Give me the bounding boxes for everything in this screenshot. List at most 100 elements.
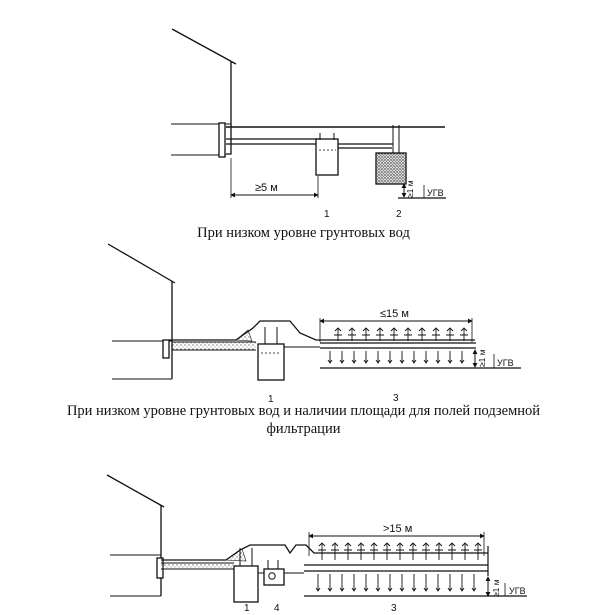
vent-mark bbox=[418, 327, 426, 341]
scheme-3 bbox=[106, 474, 527, 603]
distance-label-1: ≥5 м bbox=[255, 182, 278, 194]
house-roof-2 bbox=[107, 243, 176, 284]
ground-mound-2 bbox=[169, 320, 475, 341]
seepage-arrow bbox=[339, 574, 345, 592]
seepage-arrow bbox=[351, 574, 357, 592]
distance-label-3: >15 м bbox=[383, 523, 412, 535]
septic-tank-1 bbox=[315, 138, 339, 176]
scheme-1 bbox=[171, 28, 446, 199]
mound-fill-left-3 bbox=[225, 548, 247, 562]
outlet-pipe-2 bbox=[172, 341, 256, 351]
house-wall-1 bbox=[226, 62, 232, 155]
vent-mark bbox=[357, 542, 365, 560]
vent-mark bbox=[390, 327, 398, 341]
seepage-arrow bbox=[399, 574, 405, 592]
seepage-arrow bbox=[375, 351, 381, 364]
seepage-arrow bbox=[327, 351, 333, 364]
distance-label-2: ≤15 м bbox=[380, 308, 409, 320]
house-roof-3 bbox=[106, 474, 165, 508]
vent-mark bbox=[383, 542, 391, 560]
seepage-arrow bbox=[315, 574, 321, 592]
distance-ext-3 bbox=[308, 532, 485, 556]
component-number-1b: 1 bbox=[268, 394, 274, 405]
seepage-arrow bbox=[471, 574, 477, 592]
seepage-arrows-3 bbox=[315, 574, 477, 592]
seepage-arrow bbox=[435, 574, 441, 592]
ventilation-marks-2 bbox=[334, 327, 468, 341]
well-shaft-1 bbox=[392, 125, 400, 153]
scheme-2 bbox=[107, 243, 521, 381]
seepage-arrow bbox=[435, 351, 441, 364]
vent-mark bbox=[448, 542, 456, 560]
ugv-label-2: УГВ bbox=[497, 358, 514, 368]
seepage-arrow bbox=[423, 351, 429, 364]
distance-ext-2 bbox=[319, 318, 473, 342]
outlet-pipe-1 bbox=[226, 138, 320, 145]
seepage-arrow bbox=[411, 574, 417, 592]
seepage-arrow bbox=[363, 574, 369, 592]
vent-mark bbox=[348, 327, 356, 341]
depth-label-1: ≥1 м bbox=[405, 180, 415, 198]
vent-mark bbox=[376, 327, 384, 341]
tank-neck-1 bbox=[319, 133, 335, 140]
ugv-label-3: УГВ bbox=[509, 586, 526, 596]
component-number-3b: 3 bbox=[391, 603, 397, 614]
seepage-arrow bbox=[327, 574, 333, 592]
component-number-1c: 1 bbox=[244, 603, 250, 614]
seepage-arrow bbox=[339, 351, 345, 364]
pipe-to-well-1 bbox=[338, 143, 393, 149]
seepage-arrow bbox=[387, 351, 393, 364]
component-number-2: 2 bbox=[396, 209, 402, 220]
tank-neck-3 bbox=[239, 548, 253, 566]
seepage-arrow bbox=[459, 574, 465, 592]
component-number-1: 1 bbox=[324, 209, 330, 220]
seepage-arrow bbox=[399, 351, 405, 364]
pump-neck-4 bbox=[267, 560, 279, 569]
vent-mark bbox=[334, 327, 342, 341]
seepage-arrow bbox=[447, 574, 453, 592]
component-number-3: 3 bbox=[393, 393, 399, 404]
mound-fill-left-2 bbox=[235, 329, 253, 342]
vent-mark bbox=[344, 542, 352, 560]
seepage-arrows-2 bbox=[327, 351, 465, 364]
caption-2-line-1: При низком уровне грунтовых вод и наличи… bbox=[66, 403, 541, 419]
filtration-pipe-2 bbox=[320, 342, 476, 349]
depth-label-2: ≥1 м bbox=[477, 349, 487, 367]
vent-mark bbox=[432, 327, 440, 341]
vent-mark bbox=[370, 542, 378, 560]
vent-mark bbox=[460, 327, 468, 341]
seepage-arrow bbox=[363, 351, 369, 364]
pipe-bedding-2 bbox=[172, 342, 256, 350]
seepage-arrow bbox=[447, 351, 453, 364]
house-roof-1 bbox=[171, 28, 237, 65]
vent-mark bbox=[318, 542, 326, 560]
tank-neck-2 bbox=[264, 327, 278, 344]
vent-mark bbox=[474, 542, 482, 560]
septic-tank-3 bbox=[233, 565, 259, 603]
vent-mark bbox=[446, 327, 454, 341]
vent-mark bbox=[396, 542, 404, 560]
vent-mark bbox=[422, 542, 430, 560]
seepage-arrow bbox=[375, 574, 381, 592]
seepage-arrow bbox=[351, 351, 357, 364]
ventilation-marks-3 bbox=[318, 542, 482, 560]
caption-1: При низком уровне грунтовых вод bbox=[197, 225, 410, 241]
vent-mark bbox=[461, 542, 469, 560]
pipe-bedding-3 bbox=[161, 563, 233, 569]
foundation-2 bbox=[162, 339, 170, 359]
vent-mark bbox=[331, 542, 339, 560]
pump-symbol-4 bbox=[268, 572, 276, 580]
vent-mark bbox=[362, 327, 370, 341]
caption-2-line-2: фильтрации bbox=[266, 421, 341, 437]
seepage-arrow bbox=[423, 574, 429, 592]
pump-unit-4 bbox=[263, 568, 285, 586]
seepage-arrow bbox=[459, 351, 465, 364]
septic-tank-2 bbox=[257, 343, 285, 381]
vent-mark bbox=[404, 327, 412, 341]
vent-mark bbox=[409, 542, 417, 560]
foundation-1 bbox=[218, 122, 226, 158]
component-number-4: 4 bbox=[274, 603, 280, 614]
outlet-pipe-3 bbox=[161, 562, 234, 570]
ugv-label-1: УГВ bbox=[427, 188, 444, 198]
